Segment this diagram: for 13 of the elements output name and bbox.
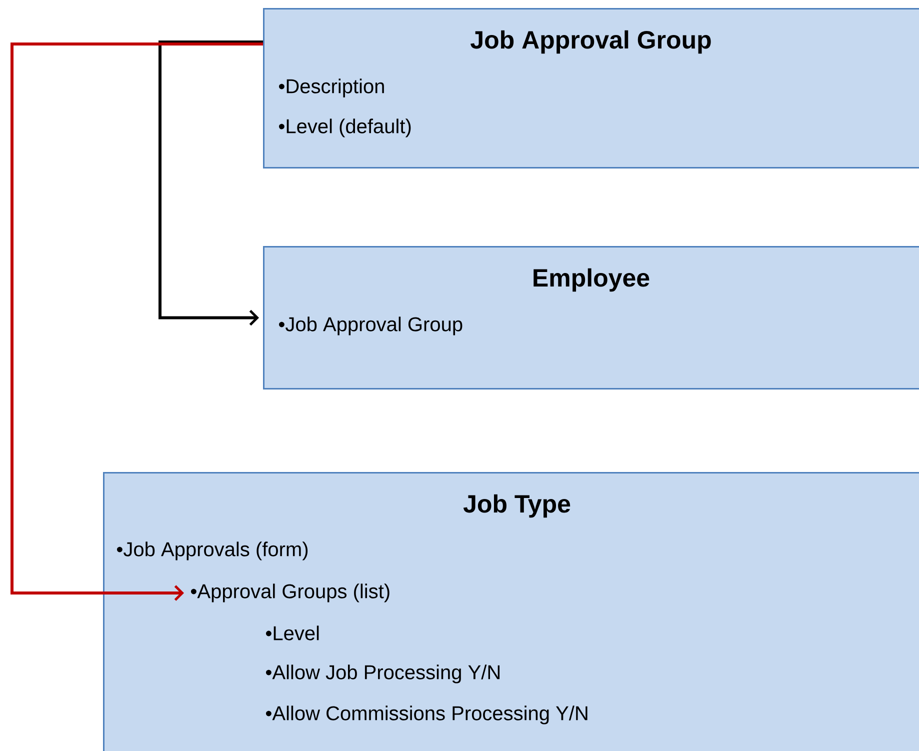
- list-item: •Description: [279, 78, 384, 98]
- box-title: Job Type: [463, 494, 570, 518]
- connector-arrow: [10, 42, 263, 601]
- box-title: Job Approval Group: [470, 30, 711, 54]
- box-title: Employee: [534, 268, 650, 292]
- list-item: •Level (default): [279, 118, 411, 138]
- list-item: •Allow Commissions Processing Y/N: [266, 706, 588, 724]
- list-item: •Allow Job Processing Y/N: [266, 664, 500, 684]
- connector-arrow: [158, 40, 263, 326]
- list-item: •Job Approval Group: [279, 316, 462, 336]
- list-item: •Level: [266, 626, 319, 640]
- list-item: •Job Approvals (form): [117, 542, 308, 560]
- list-item: •Approval Groups (list): [191, 584, 390, 602]
